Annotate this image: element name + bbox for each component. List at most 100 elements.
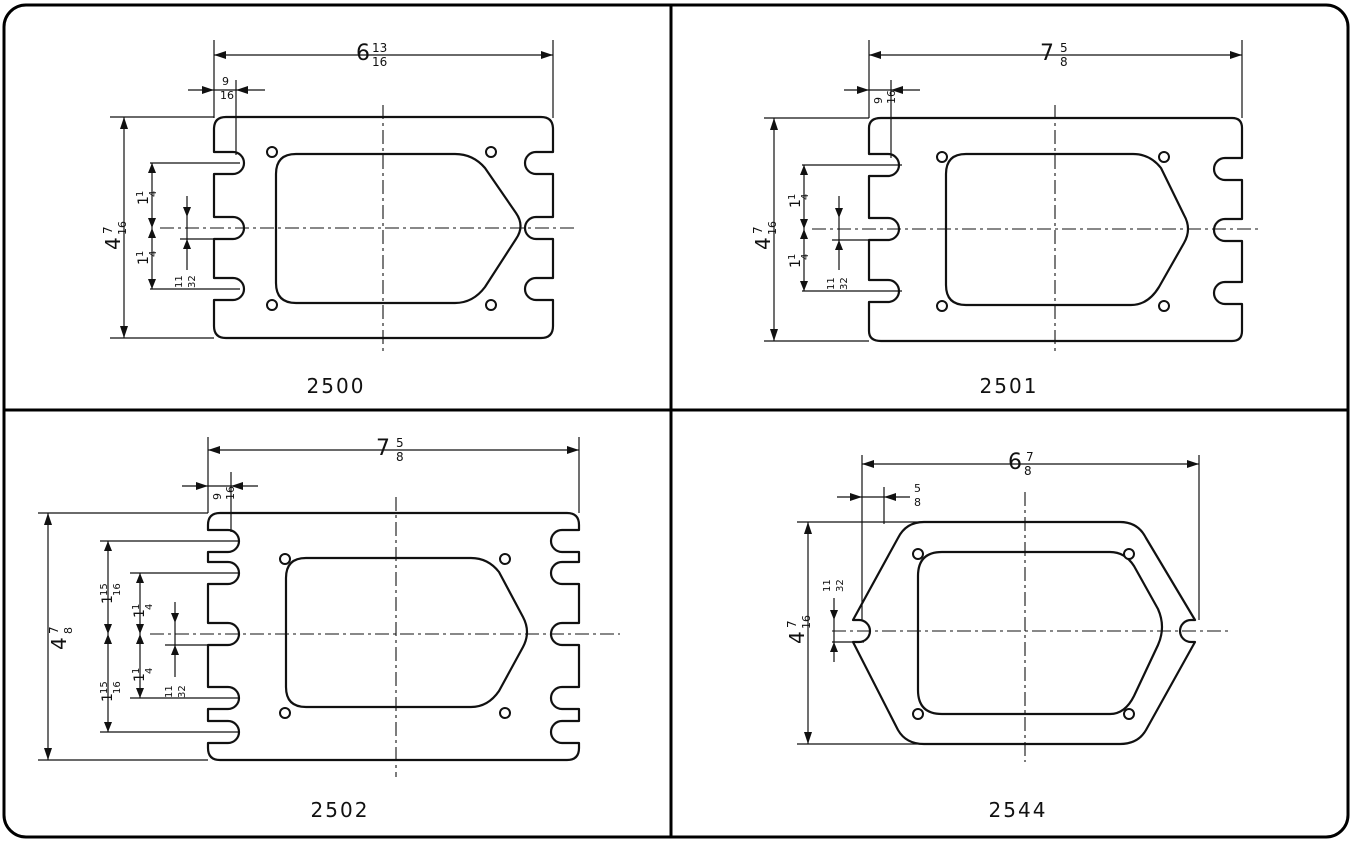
inset-num: 9 bbox=[222, 75, 229, 88]
slot-b-den: 4 bbox=[148, 251, 159, 257]
height-whole: 4 bbox=[47, 637, 71, 650]
outer-b-whole: 1 bbox=[100, 693, 116, 702]
height-whole: 4 bbox=[751, 237, 775, 250]
outer-a-den: 16 bbox=[112, 583, 123, 596]
bolt-hole bbox=[266, 146, 278, 158]
gasket-outline bbox=[867, 116, 1244, 343]
inset-den: 8 bbox=[914, 496, 921, 509]
height-num: 7 bbox=[101, 226, 115, 234]
slot-a-whole: 1 bbox=[788, 199, 804, 208]
bolt-hole bbox=[266, 299, 278, 311]
width-whole: 7 bbox=[1040, 41, 1054, 66]
slot-b-den: 4 bbox=[144, 668, 155, 674]
bolt-hole bbox=[485, 146, 497, 158]
height-whole: 4 bbox=[785, 631, 809, 644]
slot-a-whole: 1 bbox=[132, 609, 148, 618]
gasket-2544-drawing: 6 7 8 5 8 4 7 16 11 32 bbox=[785, 450, 1232, 762]
bolt-hole bbox=[1158, 151, 1170, 163]
height-num: 7 bbox=[47, 626, 61, 634]
slot-a-den: 4 bbox=[148, 191, 159, 197]
outer-a-whole: 1 bbox=[100, 595, 116, 604]
width-num: 7 bbox=[1026, 450, 1034, 464]
panel-2500: 6 13 16 9 16 4 7 16 1 1 4 1 1 4 11 32 bbox=[0, 0, 670, 408]
height-num: 7 bbox=[785, 620, 799, 628]
height-den: 8 bbox=[62, 627, 75, 634]
gasket-outline bbox=[206, 511, 581, 762]
width-den: 8 bbox=[1024, 464, 1032, 478]
slot-a-whole: 1 bbox=[136, 196, 152, 205]
width-num: 13 bbox=[372, 41, 387, 55]
slot-b-num: 1 bbox=[135, 251, 146, 257]
width-whole: 6 bbox=[356, 41, 370, 66]
width-den: 8 bbox=[396, 450, 404, 464]
bolt-hole bbox=[279, 553, 291, 565]
height-den: 16 bbox=[766, 221, 779, 235]
part-number-caption: 2502 bbox=[310, 798, 370, 822]
part-number-caption: 2544 bbox=[988, 798, 1048, 822]
width-whole: 6 bbox=[1008, 450, 1022, 475]
bolt-hole bbox=[1123, 548, 1135, 560]
gasket-outline bbox=[212, 115, 555, 340]
panel-2544: 6 7 8 5 8 4 7 16 11 32 2544 bbox=[672, 412, 1346, 836]
slot-width-den: 32 bbox=[187, 275, 198, 288]
bolt-hole bbox=[936, 151, 948, 163]
slot-a-num: 1 bbox=[787, 194, 798, 200]
slot-width-num: 11 bbox=[174, 275, 185, 288]
outer-b-num: 15 bbox=[99, 681, 110, 694]
bolt-hole bbox=[912, 548, 924, 560]
height-whole: 4 bbox=[101, 237, 125, 250]
outer-a-num: 15 bbox=[99, 583, 110, 596]
height-num: 7 bbox=[751, 226, 765, 234]
panel-2501: 7 5 8 9 16 4 7 16 1 1 4 1 1 4 bbox=[672, 0, 1346, 408]
inset-num: 9 bbox=[211, 493, 224, 500]
window-outline bbox=[284, 556, 529, 709]
slot-b-num: 1 bbox=[787, 254, 798, 260]
bolt-hole bbox=[499, 707, 511, 719]
slot-width-num: 11 bbox=[826, 277, 837, 290]
outer-b-den: 16 bbox=[112, 681, 123, 694]
slot-width-den: 32 bbox=[177, 685, 188, 698]
bolt-hole bbox=[499, 553, 511, 565]
slot-a-num: 1 bbox=[135, 191, 146, 197]
slot-width-den: 32 bbox=[835, 579, 846, 592]
inset-den: 16 bbox=[224, 486, 237, 500]
part-number-caption: 2500 bbox=[306, 374, 366, 398]
gasket-2500-drawing: 6 13 16 9 16 4 7 16 1 1 4 1 1 4 11 32 bbox=[101, 40, 575, 355]
slot-b-den: 4 bbox=[800, 254, 811, 260]
slot-width-num: 11 bbox=[164, 685, 175, 698]
gasket-2502-drawing: 7 5 8 9 16 4 7 8 1 15 16 1 1 4 bbox=[38, 436, 620, 777]
slot-b-whole: 1 bbox=[132, 673, 148, 682]
width-den: 8 bbox=[1060, 55, 1068, 69]
slot-width-den: 32 bbox=[839, 277, 850, 290]
slot-b-whole: 1 bbox=[136, 256, 152, 265]
bolt-hole bbox=[279, 707, 291, 719]
bolt-hole bbox=[485, 299, 497, 311]
window-outline bbox=[944, 152, 1190, 307]
height-den: 16 bbox=[800, 615, 813, 629]
slot-b-whole: 1 bbox=[788, 259, 804, 268]
bolt-hole bbox=[1123, 708, 1135, 720]
part-number-caption: 2501 bbox=[979, 374, 1039, 398]
gasket-outline bbox=[851, 520, 1197, 746]
bolt-hole bbox=[936, 300, 948, 312]
bolt-hole bbox=[912, 708, 924, 720]
width-num: 5 bbox=[1060, 41, 1068, 55]
width-num: 5 bbox=[396, 436, 404, 450]
inset-num: 5 bbox=[914, 482, 921, 495]
inset-den: 16 bbox=[220, 89, 234, 102]
slot-b-num: 1 bbox=[131, 668, 142, 674]
width-den: 16 bbox=[372, 55, 387, 69]
height-den: 16 bbox=[116, 221, 129, 235]
panel-2502: 7 5 8 9 16 4 7 8 1 15 16 1 1 4 bbox=[0, 412, 670, 836]
gasket-2501-drawing: 7 5 8 9 16 4 7 16 1 1 4 1 1 4 bbox=[751, 40, 1262, 355]
bolt-hole bbox=[1158, 300, 1170, 312]
slot-a-den: 4 bbox=[144, 604, 155, 610]
inset-den: 16 bbox=[885, 90, 898, 104]
window-outline bbox=[916, 550, 1164, 716]
window-outline bbox=[274, 152, 522, 305]
slot-a-den: 4 bbox=[800, 194, 811, 200]
slot-width-num: 11 bbox=[822, 579, 833, 592]
slot-a-num: 1 bbox=[131, 604, 142, 610]
